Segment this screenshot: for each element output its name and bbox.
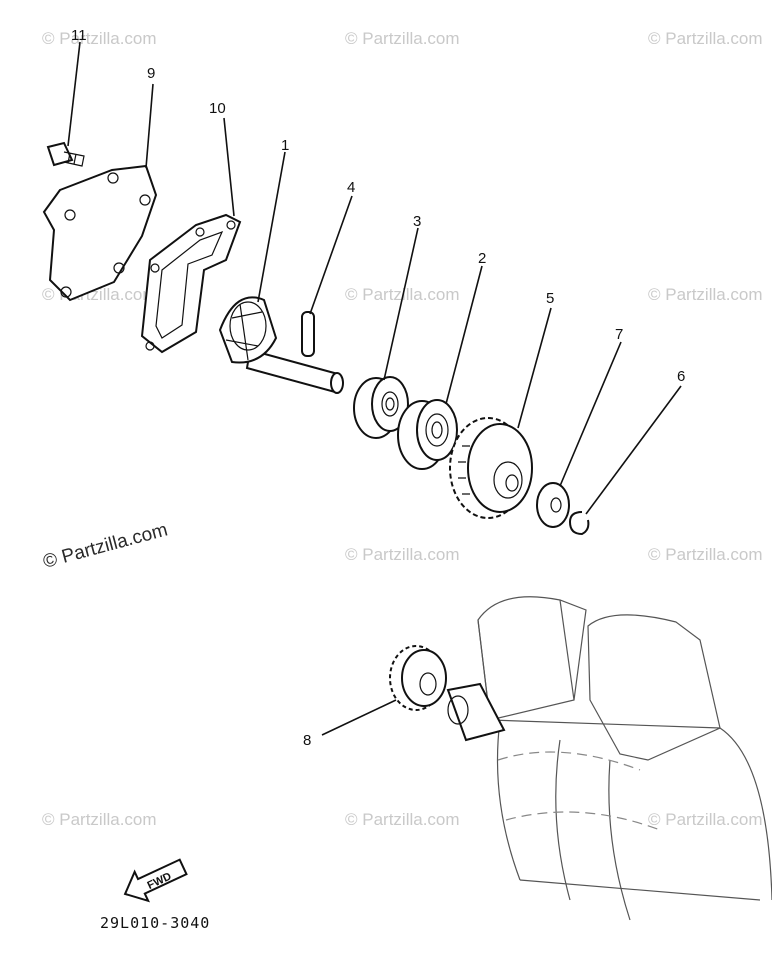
callout-1: 1 [281,137,289,154]
watermark: © Partzilla.com [42,810,157,829]
part-pump-cover [42,164,158,302]
part-gasket [140,213,242,354]
part-circlip [568,511,590,536]
part-pin [301,311,315,357]
watermark: © Partzilla.com [42,29,157,48]
callout-9: 9 [147,65,155,82]
callout-5: 5 [546,290,554,307]
engine-outline [446,596,772,921]
part-washer [536,482,570,528]
watermark: © Partzilla.com [345,545,460,564]
diagram-code: 29L010-3040 [100,914,210,932]
part-drive-gear [449,417,533,519]
callout-6: 6 [677,368,685,385]
part-bearing-large [397,399,458,470]
callout-7: 7 [615,326,623,343]
part-bearing-small [353,376,409,439]
callout-4: 4 [347,179,355,196]
part-screw [46,141,85,167]
callout-labels: 11 9 10 1 4 3 2 5 7 6 8 [71,27,685,749]
part-impeller-shaft [218,296,344,394]
watermark: © Partzilla.com [648,810,763,829]
callout-2: 2 [478,250,486,267]
callout-8: 8 [303,732,311,749]
callout-11: 11 [71,27,87,44]
watermark: © Partzilla.com [648,285,763,304]
leader-lines [67,41,682,736]
part-crank-gear [389,645,447,711]
watermark: © Partzilla.com [345,810,460,829]
watermark: © Partzilla.com [648,545,763,564]
callout-3: 3 [413,213,421,230]
watermark: © Partzilla.com [345,285,460,304]
watermark: © Partzilla.com [648,29,763,48]
watermark-primary: © Partzilla.com [41,519,170,572]
watermark: © Partzilla.com [345,29,460,48]
callout-10: 10 [209,100,226,117]
fwd-arrow-icon: FWD [123,858,188,903]
